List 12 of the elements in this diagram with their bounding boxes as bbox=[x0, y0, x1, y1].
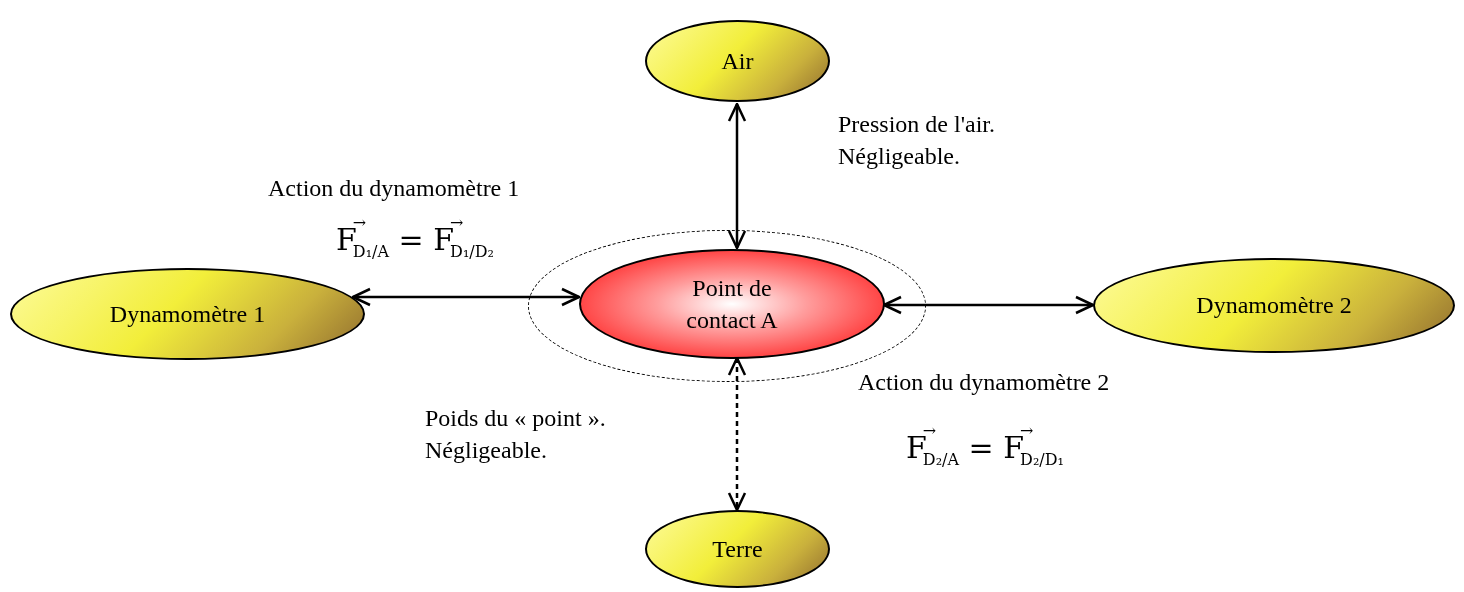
node-label: Air bbox=[721, 46, 754, 76]
node-label: Dynamomètre 1 bbox=[109, 299, 266, 329]
double-arrow bbox=[351, 287, 581, 307]
double-arrow bbox=[727, 102, 747, 250]
annotation-text: Action du dynamomètre 1 bbox=[268, 174, 521, 203]
node-label: Point de contact A bbox=[685, 273, 779, 335]
annotation-text: Pression de l'air. Négligeable. bbox=[838, 110, 996, 172]
node-label: Dynamomètre 2 bbox=[1196, 291, 1352, 321]
annotation-text: Poids du « point ». Négligeable. bbox=[425, 404, 607, 466]
annotation-text: Action du dynamomètre 2 bbox=[858, 368, 1111, 397]
dashed-double-arrow bbox=[727, 356, 747, 512]
node-label: Terre bbox=[712, 534, 763, 564]
